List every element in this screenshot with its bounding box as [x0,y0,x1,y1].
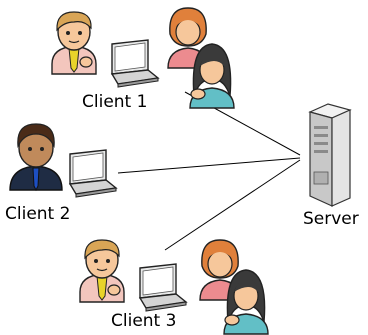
man-blond-icon [79,239,125,303]
client-2-label: Client 2 [5,204,71,224]
client-3-label: Client 3 [111,311,177,331]
connector-client-2 [117,157,301,174]
server-tower-icon [308,103,352,207]
laptop-icon [139,263,187,312]
man-blond-icon [51,11,97,75]
server-label: Server [303,209,359,229]
laptop-icon [69,149,117,198]
client-2-group [9,123,117,198]
client-1-label: Client 1 [82,92,148,112]
laptop-icon [111,39,159,88]
connector-client-3 [164,159,301,251]
woman-dark-haired-icon [223,269,269,335]
